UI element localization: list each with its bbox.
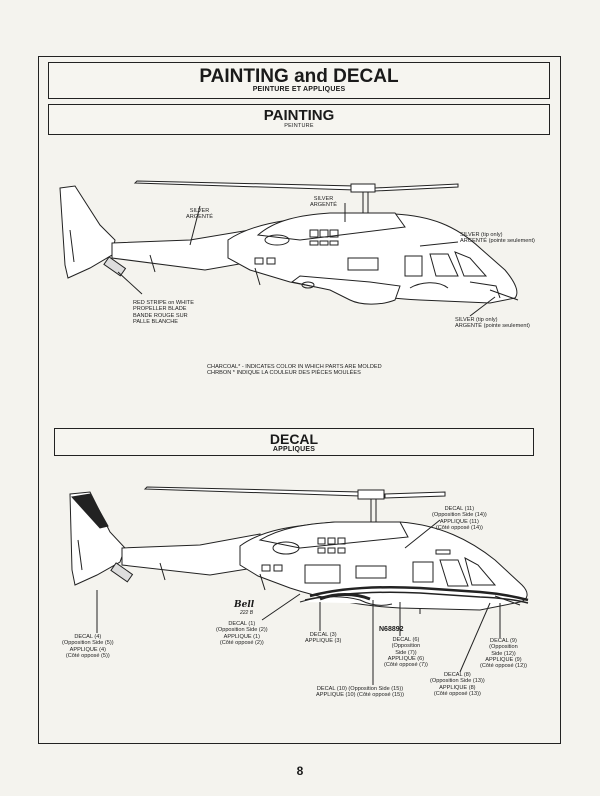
bell-model: 222 B — [240, 610, 254, 616]
registration-number: N68892 — [379, 626, 404, 633]
label-silver-left: SILVER ARGENTÉ — [186, 208, 214, 221]
label-silver-top: SILVER ARGENTÉ — [310, 196, 338, 209]
decal-title: DECAL — [269, 431, 319, 447]
label-silver-tip-top: SILVER (tip only) ARGENTÉ (pointe seulem… — [460, 232, 535, 245]
label-decal-3: DECAL (3) APPLIQUE (3) — [305, 632, 342, 645]
label-decal-1: DECAL (1) (Opposition Side (2)) APPLIQUE… — [216, 621, 268, 646]
bell-logo: Bell — [234, 600, 255, 610]
label-red-stripe: RED STRIPE on WHITE PROPELLER BLADE BAND… — [133, 300, 194, 325]
page-title: PAINTING and DECAL — [199, 66, 399, 87]
decal-section-header: DECAL APPLIQUES — [54, 428, 534, 456]
page-subtitle: PEINTURE ET APPLIQUES — [252, 86, 346, 93]
label-decal-8: DECAL (8) (Opposition Side (13)) APPLIQU… — [430, 672, 485, 697]
page-frame — [38, 56, 561, 744]
label-decal-4: DECAL (4) (Opposition Side (5)) APPLIQUE… — [62, 634, 114, 659]
label-silver-tip-bottom: SILVER (tip only) ARGENTÉ (pointe seulem… — [455, 317, 530, 330]
label-decal-10: DECAL (10) (Opposition Side (15)) APPLIQ… — [316, 686, 404, 699]
label-decal-11: DECAL (11) (Opposition Side (14)) APPLIQ… — [432, 506, 487, 531]
label-decal-9: DECAL (9) (Opposition Side (12)) APPLIQU… — [480, 638, 527, 670]
painting-title: PAINTING — [263, 107, 335, 124]
painting-subtitle: PEINTURE — [284, 123, 314, 129]
painting-section-header: PAINTING PEINTURE — [48, 104, 550, 135]
page-number: 8 — [296, 764, 304, 778]
decal-subtitle: APPLIQUES — [272, 446, 316, 453]
painting-note: CHARCOAL* - INDICATES COLOR IN WHICH PAR… — [207, 364, 382, 377]
label-decal-6: DECAL (6) (Opposition Side (7)) APPLIQUE… — [384, 637, 428, 669]
header-box: PAINTING and DECAL PEINTURE ET APPLIQUES — [48, 62, 550, 99]
